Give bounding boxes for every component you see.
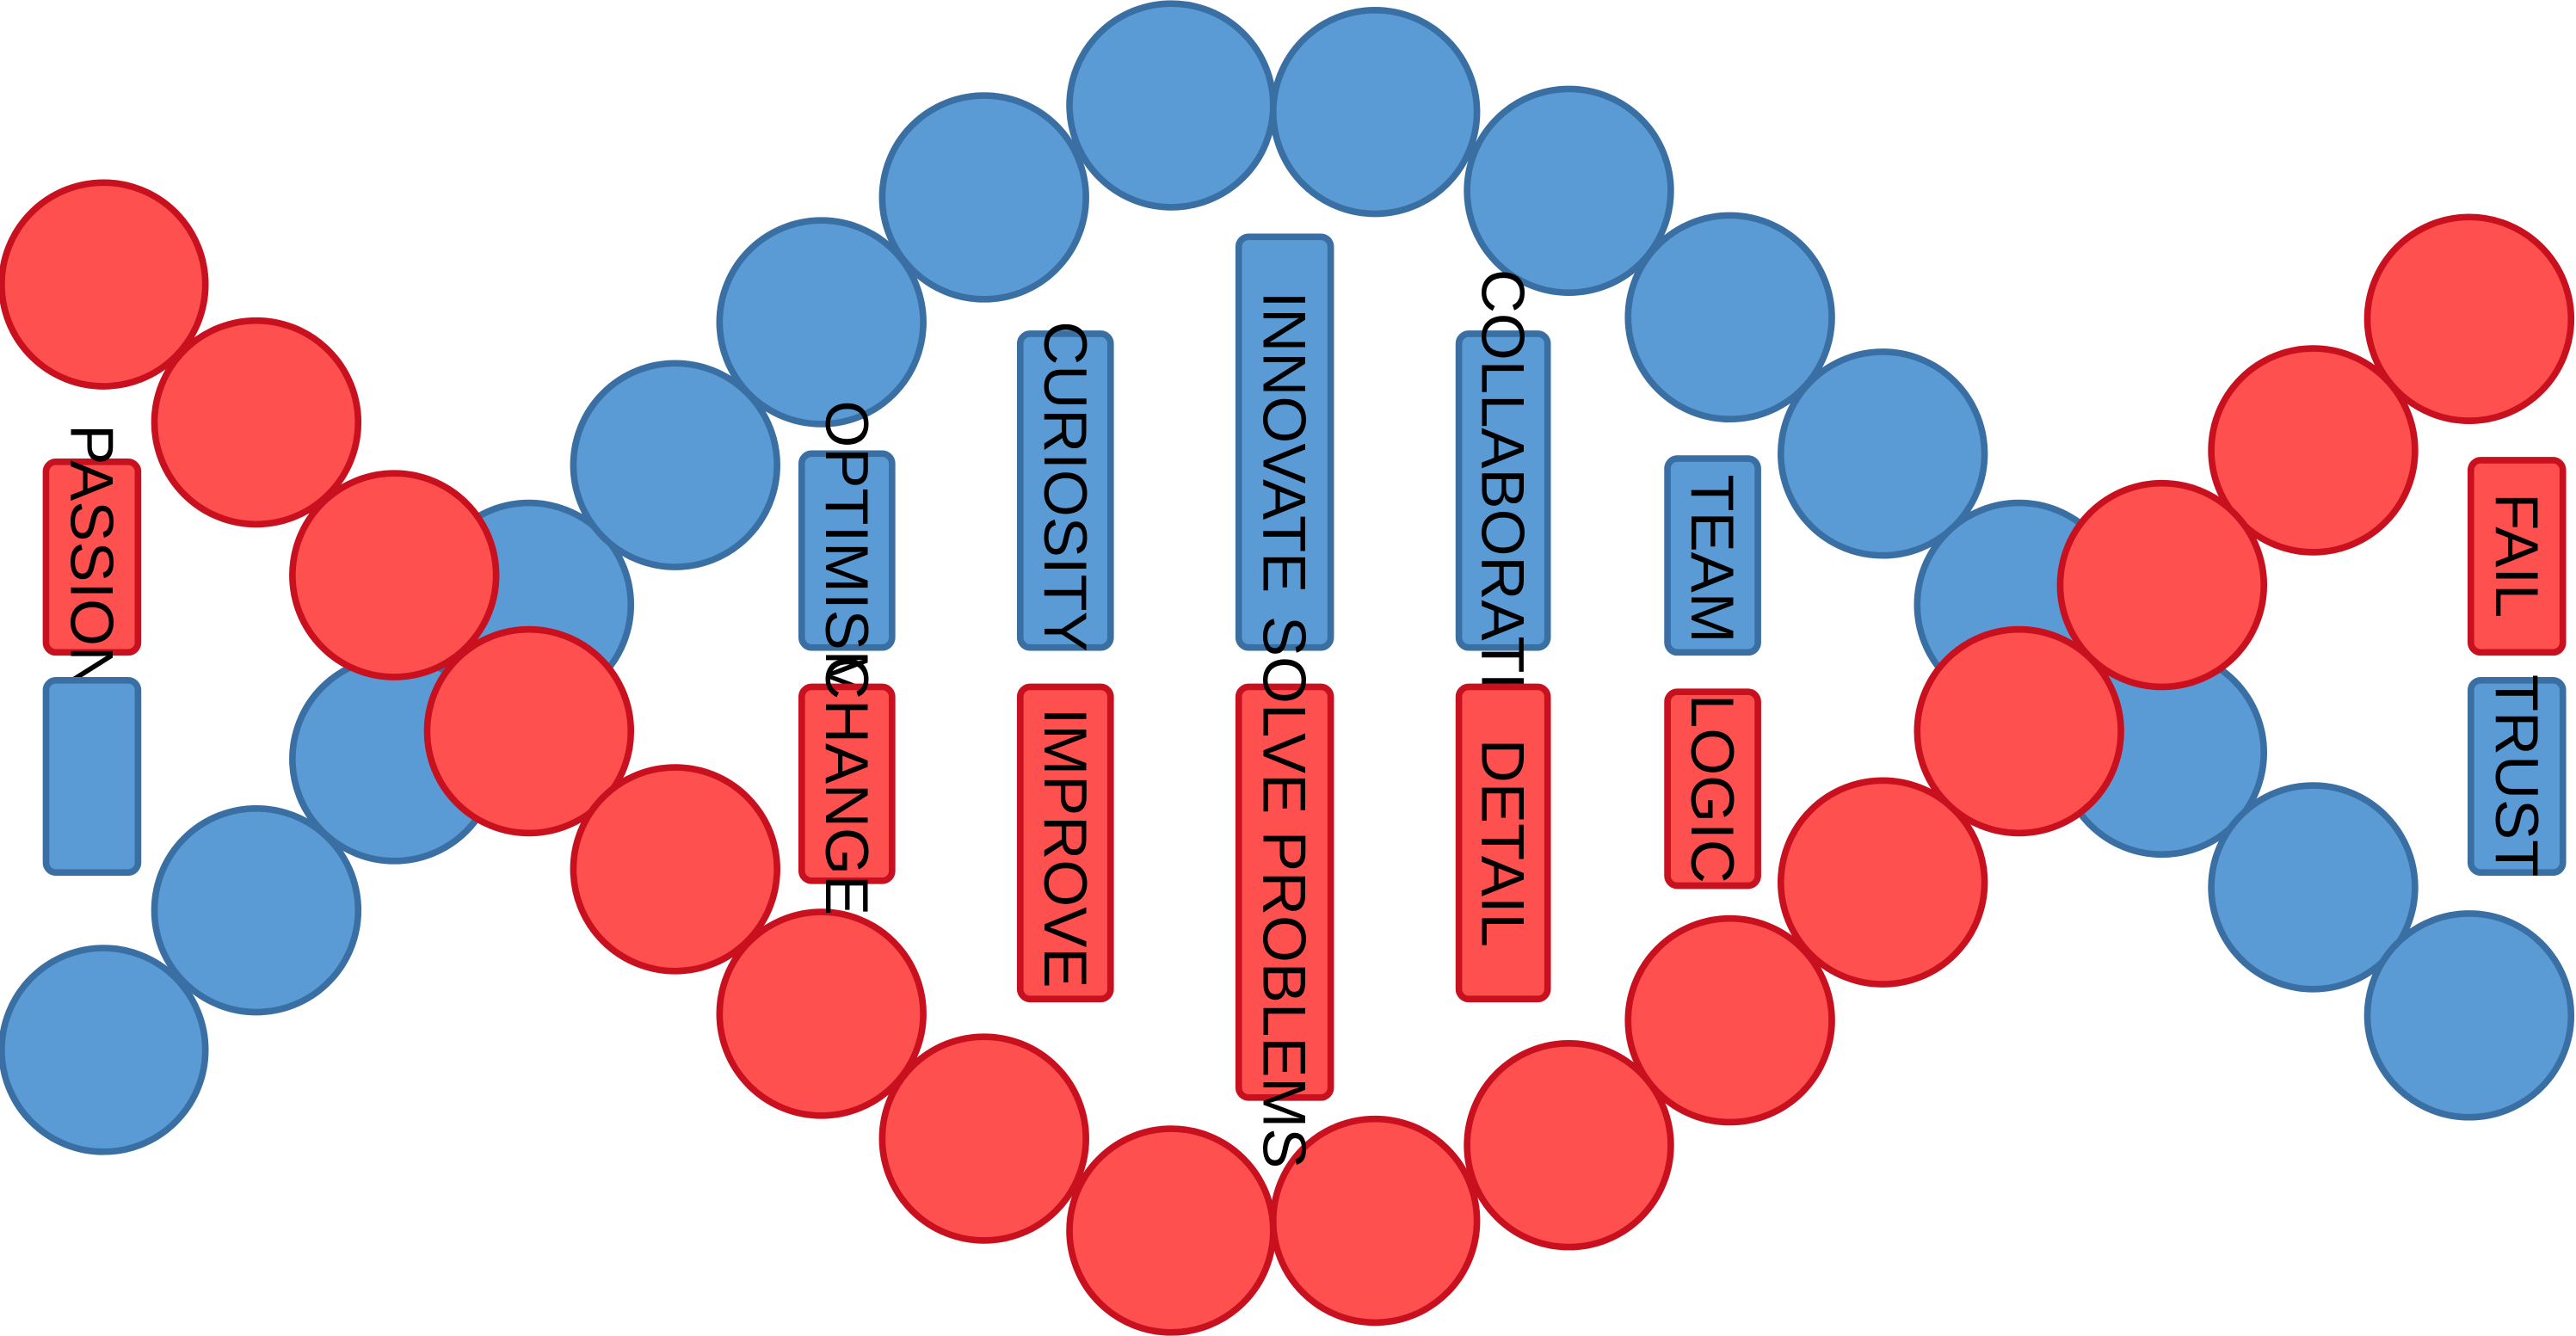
rung-label-detail: DETAIL (1470, 739, 1538, 947)
rung-label-fail: FAIL (2483, 493, 2551, 618)
rung-label-innovate: INNOVATE (1251, 292, 1319, 594)
red-bead (716, 908, 927, 1119)
red-bead (1269, 1115, 1481, 1327)
red-bead (0, 179, 209, 390)
red-bead (1464, 1039, 1674, 1251)
rung-label-solve-problems: SOLVE PROBLEMS (1251, 616, 1319, 1168)
blue-bead (878, 92, 1089, 303)
rung-label-optimism: OPTIMISM (813, 400, 881, 700)
blue-bead (1778, 348, 1988, 559)
rung-label-change: CHANGE (813, 656, 881, 915)
rung-trust: TRUST (2467, 674, 2567, 877)
blue-bead (1624, 212, 1835, 423)
rung-blank (42, 677, 142, 877)
blue-bead (0, 945, 209, 1155)
rung-logic: LOGIC (1664, 688, 1761, 890)
rung-curiosity: CURIOSITY (1016, 321, 1114, 652)
rung-passion: PASSION (42, 424, 142, 690)
red-bead (1914, 625, 2124, 837)
blue-bead (1066, 0, 1277, 211)
red-bead (1066, 1125, 1277, 1336)
red-bead (151, 317, 362, 528)
rung-solve-problems: SOLVE PROBLEMS (1235, 616, 1334, 1168)
rung-innovate: INNOVATE (1235, 233, 1334, 651)
rung-fail: FAIL (2467, 457, 2567, 656)
rung-change: CHANGE (798, 656, 896, 915)
blue-bead (716, 217, 927, 428)
blue-bead (570, 360, 780, 570)
red-bead (1778, 777, 1988, 988)
red-bead (2208, 345, 2419, 556)
blue-bead (1464, 85, 1674, 297)
red-bead (423, 625, 635, 837)
rung-label-improve: IMPROVE (1032, 708, 1100, 988)
rung-label-collaborate: COLLABORATE (1470, 269, 1538, 714)
blue-bead (2363, 910, 2575, 1121)
rung-label-passion: PASSION (58, 424, 126, 690)
blue-bead (1269, 6, 1481, 218)
rung-label-team: TEAM (1679, 474, 1747, 643)
red-bead (289, 470, 500, 680)
rung-label-logic: LOGIC (1679, 694, 1747, 883)
blue-bead (151, 804, 362, 1016)
rung-label-curiosity: CURIOSITY (1032, 321, 1100, 652)
rung-detail: DETAIL (1455, 683, 1551, 1003)
red-bead (1624, 914, 1835, 1126)
rung-label-trust: TRUST (2483, 674, 2551, 877)
rung-improve: IMPROVE (1016, 683, 1114, 1003)
rung-optimism: OPTIMISM (798, 400, 896, 701)
red-bead (878, 1033, 1089, 1244)
red-bead (2363, 213, 2575, 424)
red-bead (2056, 479, 2268, 691)
blue-bead (2208, 782, 2419, 993)
rung-collaborate: COLLABORATE (1455, 269, 1551, 714)
red-bead (570, 764, 780, 975)
rung-team: TEAM (1664, 455, 1761, 656)
